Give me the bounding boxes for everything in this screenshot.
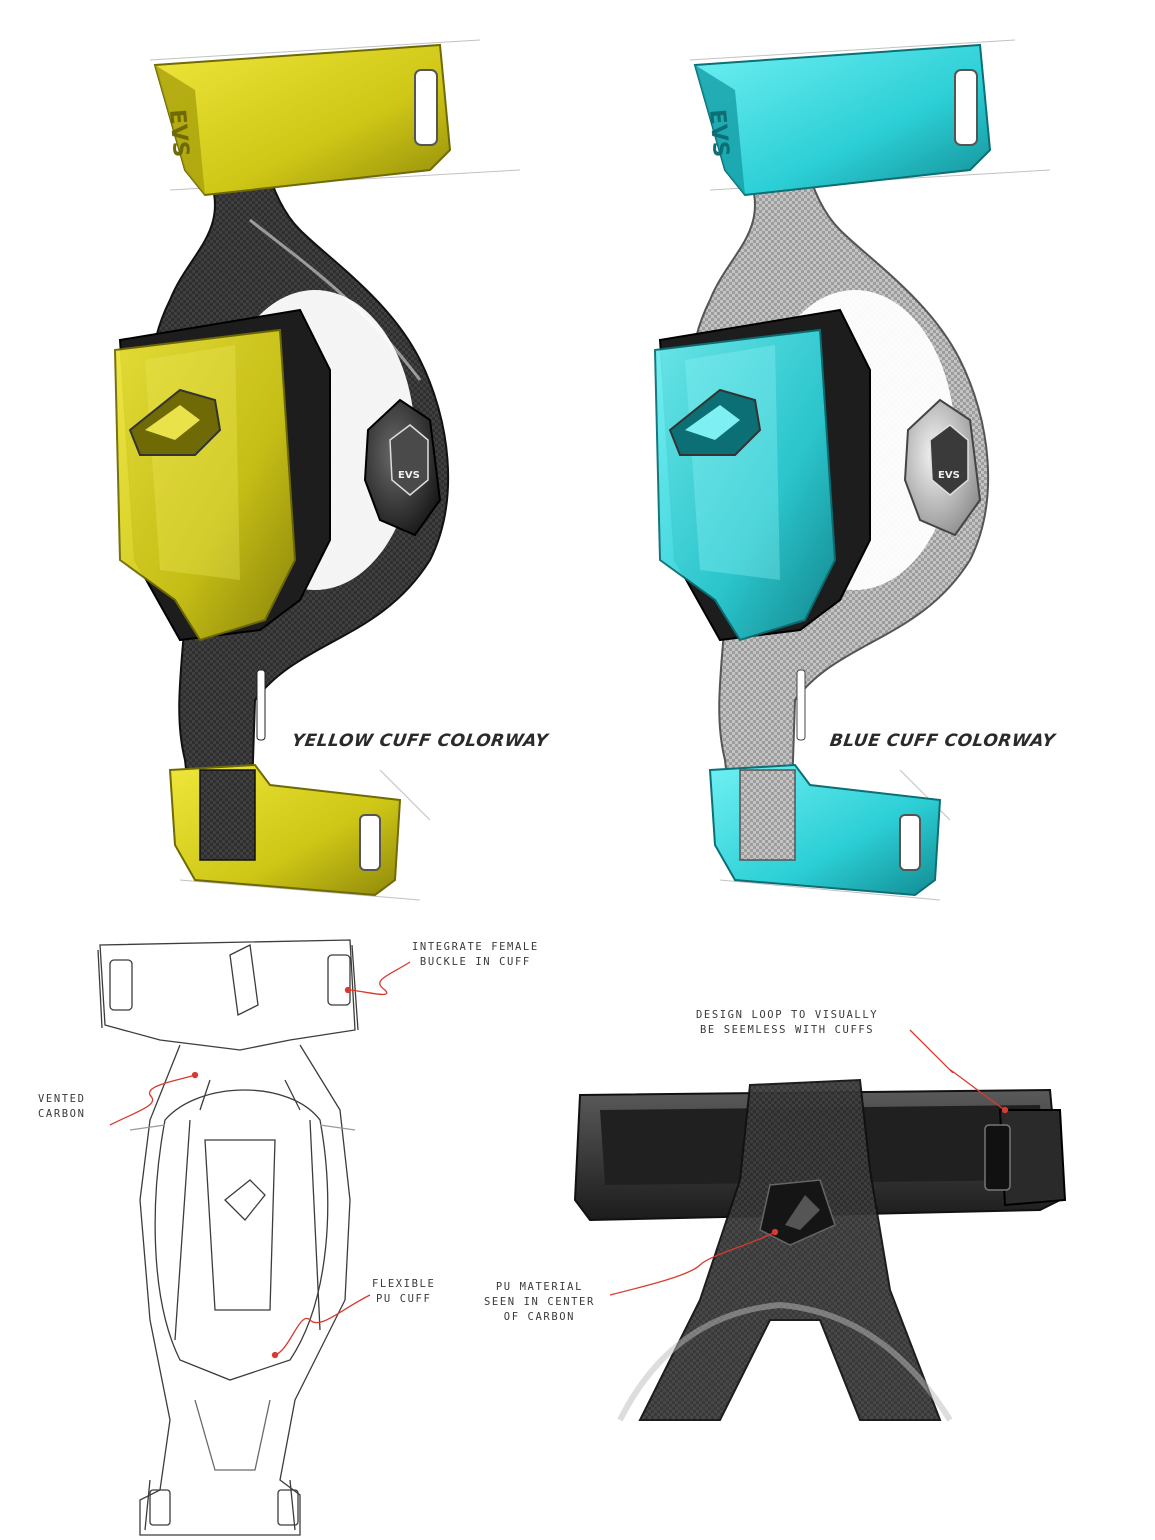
note-pu-material: PU MATERIAL SEEN IN CENTER OF CARBON (484, 1281, 595, 1323)
hub-logo: EVS (938, 470, 960, 481)
yellow-brace-sketch: EVS EVS (113, 39, 521, 901)
arrow-emblem-icon (759, 1179, 836, 1246)
note-flexible-cuff: FLEXIBLE PU CUFF (372, 1278, 436, 1305)
yellow-colorway-caption: YELLOW CUFF COLORWAY (290, 731, 550, 751)
hinge-hub: EVS (903, 398, 982, 537)
blue-colorway-caption: BLUE CUFF COLORWAY (828, 731, 1057, 751)
arrow-emblem-icon (668, 388, 762, 456)
evs-logo-icon: EVS (704, 108, 733, 158)
hub-logo: EVS (398, 470, 420, 481)
note-vented-carbon: VENTED CARBON (38, 1093, 86, 1120)
evs-logo-icon: EVS (164, 108, 193, 158)
band-close-up-sketch (573, 1078, 1067, 1422)
hinge-hub: EVS (363, 398, 442, 537)
arrow-emblem-icon (128, 388, 222, 456)
note-buckle: INTEGRATE FEMALE BUCKLE IN CUFF (412, 941, 539, 968)
blue-brace-sketch: EVS EVS (653, 39, 1051, 901)
note-design-loop: DESIGN LOOP TO VISUALLY BE SEEMLESS WITH… (696, 1009, 879, 1036)
line-sketch-front-view (97, 939, 359, 1536)
annotation-leaders (109, 961, 1009, 1359)
